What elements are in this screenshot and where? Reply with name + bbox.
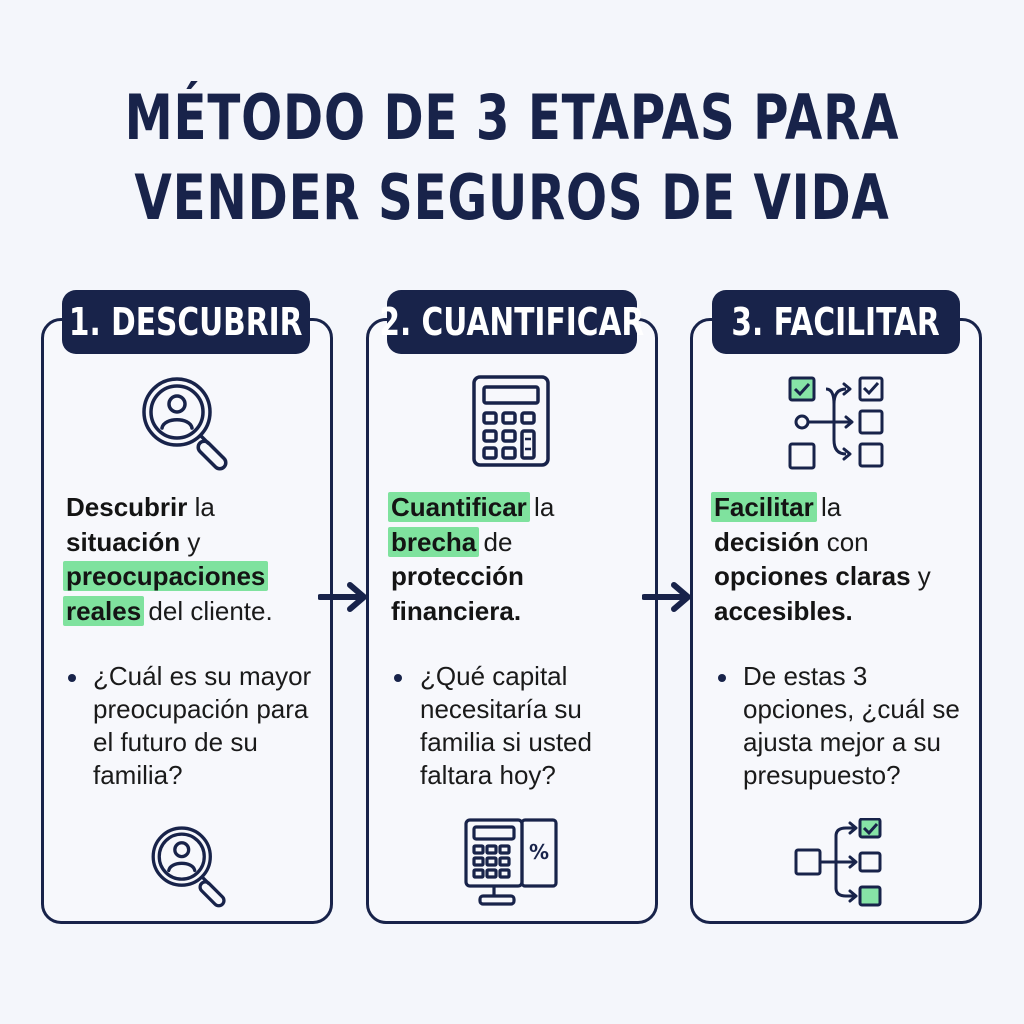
title-line-1: MÉTODO DE 3 ETAPAS PARA [124,81,900,154]
stage-2-bold-protection: protección [391,561,524,591]
calculator-percent-icon: % [464,818,558,906]
calculator-icon [472,375,550,467]
magnifier-person-icon-bottom [151,826,226,908]
decision-options-icon-bottom [794,818,882,907]
stage-1-bullet-dot [68,674,76,682]
stage-1-text-2: y [180,526,201,557]
stage-1-statement: Descubrir la situación y preocupaciones … [63,490,346,628]
stage-1-text-3: del cliente. [141,595,273,626]
stage-3-tab-label: 3. FACILITAR [731,300,941,344]
stage-1-text-1: la [187,492,215,522]
stage-1-hl-real: reales [63,595,145,626]
arrow-right-icon [318,582,367,612]
percent-symbol: % [529,840,549,864]
stage-2-question: ¿Qué capital necesitaría su familia si u… [420,661,592,790]
stage-3-bold-decision: decisión [714,526,820,557]
title-line-2: VENDER SEGUROS DE VIDA [134,161,890,234]
stage-1-tab: 1. DESCUBRIR [62,290,310,354]
stage-1-hl-discover: Descubrir [66,492,188,522]
stage-1-tab-label: 1. DESCUBRIR [69,300,303,344]
magnifier-person-icon [142,377,228,471]
stage-3-card [690,318,982,924]
stage-2-text-1: la [526,492,555,522]
stage-1-hl-concerns: preocupaciones [63,561,269,591]
stage-2-tab: 2. CUANTIFICAR [380,290,644,354]
stage-3-hl-facilitate: Facilitar [711,492,817,522]
decision-options-icon [788,376,884,470]
stage-3-text-2: con [819,526,869,557]
stage-2-bold-financial: financiera. [391,595,522,626]
stage-2-tab-label: 2. CUANTIFICAR [379,300,645,344]
stage-3-statement: Facilitar la decisión con opciones clara… [711,490,979,628]
stage-3-bold-accessible: accesibles. [714,595,853,626]
stage-2-text-2: de [476,526,513,557]
stage-3-tab: 3. FACILITAR [712,290,960,354]
arrow-right-icon [642,582,691,612]
stage-2-hl-gap: brecha [388,526,480,557]
stage-1-bold-situation: situación [66,526,181,557]
stage-2-hl-quantify: Cuantificar [388,492,530,522]
stage-3-text-3: y [910,561,931,591]
stage-3-question: De estas 3 opciones, ¿cuál se ajusta mej… [743,661,960,790]
stage-3-bold-options: opciones claras [714,561,911,591]
stage-1-question: ¿Cuál es su mayor preocupación para el f… [93,661,312,790]
stage-3-text-1: la [813,492,842,522]
stage-2-card [366,318,658,924]
stage-3-bullet-dot [718,674,726,682]
stage-2-statement: Cuantificar la brecha de protección fina… [388,490,671,628]
page-title: MÉTODO DE 3 ETAPAS PARA VENDER SEGUROS D… [113,78,912,238]
stage-2-bullet-dot [394,674,402,682]
